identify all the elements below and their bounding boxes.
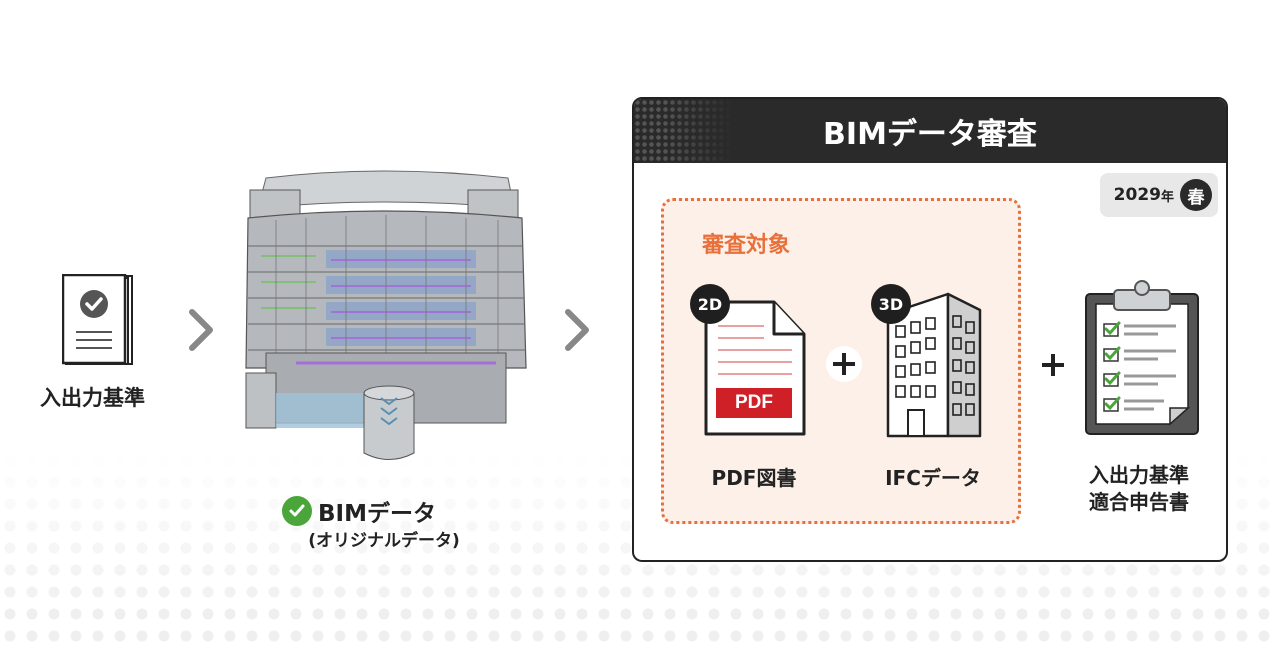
chevron-right-icon xyxy=(189,309,213,351)
panel-title: BIMデータ審査 xyxy=(823,117,1037,152)
bim-building-model xyxy=(245,170,527,460)
badge-2d: 2D xyxy=(690,284,730,324)
checked-document-icon xyxy=(62,274,133,365)
ifc-building-icon xyxy=(886,292,982,438)
badge-3d: 3D xyxy=(871,284,911,324)
plus-icon xyxy=(1042,354,1064,376)
declaration-line2: 適合申告書 xyxy=(1089,490,1189,514)
review-target-title: 審査対象 xyxy=(702,233,791,258)
header-dot-pattern xyxy=(634,99,734,163)
pdf-document-icon xyxy=(704,300,806,436)
bim-data-label: BIMデータ xyxy=(282,494,482,528)
pdf-drawings-label: PDF図書 xyxy=(711,466,797,490)
bim-data-text: BIMデータ xyxy=(318,501,436,527)
io-standard-declaration-label: 入出力基準 適合申告書 xyxy=(1064,462,1214,516)
panel-header: BIMデータ審査 xyxy=(634,99,1226,163)
check-icon xyxy=(282,496,312,526)
plus-icon xyxy=(826,346,862,382)
io-standard-label: 入出力基準 xyxy=(40,386,145,410)
pdf-icon-text: PDF xyxy=(735,392,773,413)
year-suffix: 年 xyxy=(1160,189,1174,205)
bim-data-subtitle: (オリジナルデータ) xyxy=(308,531,460,551)
year-value: 2029 xyxy=(1113,185,1161,205)
season-badge: 春 xyxy=(1180,179,1212,211)
chevron-right-icon xyxy=(565,309,589,351)
checklist-clipboard-icon xyxy=(1085,280,1199,435)
declaration-line1: 入出力基準 xyxy=(1089,463,1189,487)
ifc-data-label: IFCデータ xyxy=(885,466,981,490)
